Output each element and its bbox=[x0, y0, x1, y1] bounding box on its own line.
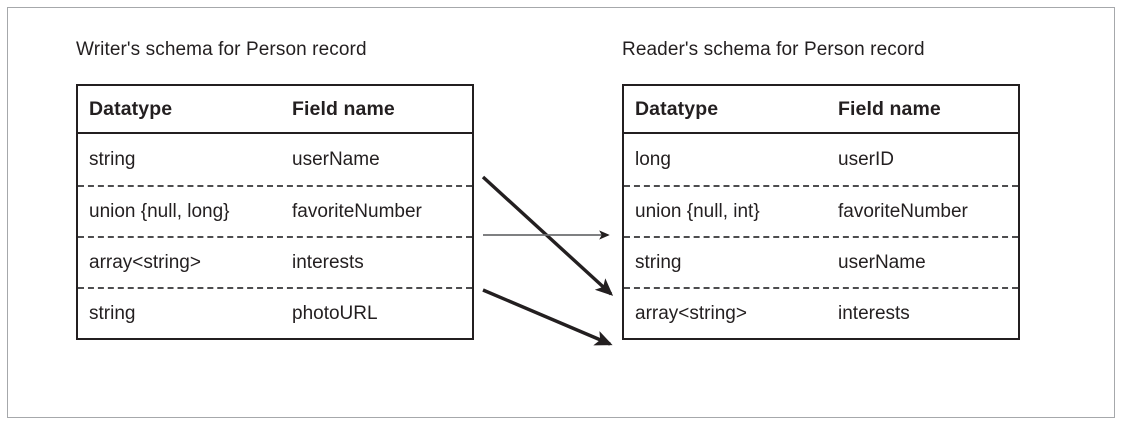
writer-row-3-datatype: string bbox=[89, 302, 136, 324]
table-row: union {null, long} favoriteNumber bbox=[78, 185, 472, 236]
reader-row-0-datatype: long bbox=[635, 148, 671, 170]
writer-schema-panel: Writer's schema for Person record Dataty… bbox=[76, 38, 474, 340]
reader-row-3-datatype: array<string> bbox=[635, 302, 747, 324]
mapping-arrow-username bbox=[481, 175, 614, 296]
writer-row-0-field: userName bbox=[292, 148, 380, 170]
mapping-arrow-interests bbox=[482, 288, 613, 346]
table-row: string userName bbox=[78, 134, 472, 185]
table-row: array<string> interests bbox=[624, 287, 1018, 338]
reader-row-1-field: favoriteNumber bbox=[838, 200, 968, 222]
writer-schema-table: Datatype Field name string userName unio… bbox=[76, 84, 474, 340]
reader-row-3-field: interests bbox=[838, 302, 910, 324]
reader-row-0-field: userID bbox=[838, 148, 894, 170]
writer-row-2-datatype: array<string> bbox=[89, 251, 201, 273]
writer-row-3-field: photoURL bbox=[292, 302, 378, 324]
reader-schema-table: Datatype Field name long userID union {n… bbox=[622, 84, 1020, 340]
writer-table-header-row: Datatype Field name bbox=[78, 86, 472, 134]
writer-row-2-field: interests bbox=[292, 251, 364, 273]
writer-header-datatype: Datatype bbox=[89, 98, 173, 120]
reader-table-header-row: Datatype Field name bbox=[624, 86, 1018, 134]
reader-schema-title: Reader's schema for Person record bbox=[622, 39, 925, 60]
writer-row-0-datatype: string bbox=[89, 148, 136, 170]
reader-row-1-datatype: union {null, int} bbox=[635, 200, 760, 222]
reader-row-2-datatype: string bbox=[635, 251, 682, 273]
table-row: union {null, int} favoriteNumber bbox=[624, 185, 1018, 236]
writer-schema-title: Writer's schema for Person record bbox=[76, 39, 367, 60]
reader-row-2-field: userName bbox=[838, 251, 926, 273]
writer-header-field-name: Field name bbox=[292, 98, 395, 120]
writer-row-1-field: favoriteNumber bbox=[292, 200, 422, 222]
table-row: string userName bbox=[624, 236, 1018, 287]
reader-header-field-name: Field name bbox=[838, 98, 941, 120]
reader-schema-panel: Reader's schema for Person record Dataty… bbox=[622, 38, 1020, 340]
writer-row-1-datatype: union {null, long} bbox=[89, 200, 230, 222]
reader-header-datatype: Datatype bbox=[635, 98, 719, 120]
table-row: array<string> interests bbox=[78, 236, 472, 287]
table-row: long userID bbox=[624, 134, 1018, 185]
table-row: string photoURL bbox=[78, 287, 472, 338]
